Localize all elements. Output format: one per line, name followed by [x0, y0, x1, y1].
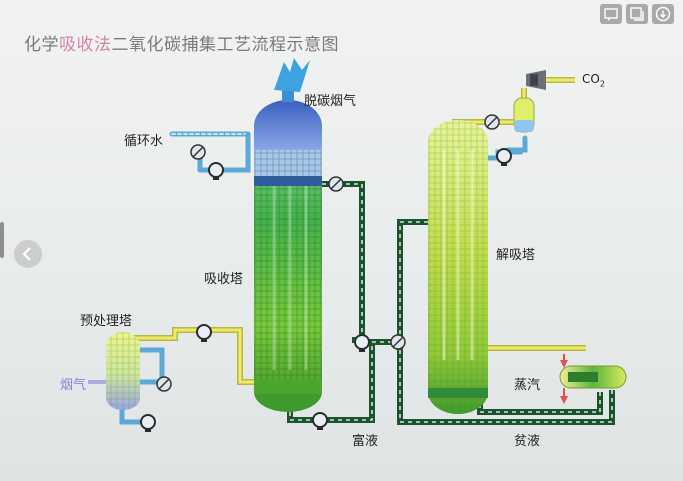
label-absorber: 吸收塔	[204, 272, 244, 287]
label-pretreatment: 预处理塔	[80, 314, 133, 329]
title-part-2: 吸收法	[59, 35, 112, 55]
label-flue-in: 烟气	[60, 378, 87, 393]
label-flue-out: 脱碳烟气	[304, 94, 357, 109]
co2-text: CO	[582, 72, 600, 86]
diagram-title: 化学吸收法二氧化碳捕集工艺流程示意图	[24, 30, 339, 55]
label-stripper: 解吸塔	[496, 248, 536, 263]
pumps	[140, 148, 512, 432]
co2-subscript: 2	[599, 79, 605, 89]
side-scroll-handle[interactable]	[0, 222, 4, 258]
title-part-1: 化学	[24, 35, 59, 55]
label-rich-liquid: 富液	[352, 434, 379, 449]
valves	[156, 114, 500, 392]
absorber-tower	[254, 58, 322, 412]
menu-icon[interactable]	[600, 4, 622, 24]
chevron-left-icon[interactable]	[14, 240, 42, 268]
co2-separator	[513, 70, 546, 133]
copy-icon[interactable]	[626, 4, 648, 24]
stripper-tower	[428, 120, 488, 414]
label-lean-liquid: 贫液	[514, 434, 541, 449]
title-part-3: 二氧化碳捕集工艺流程示意图	[111, 35, 339, 55]
reboiler	[559, 354, 627, 404]
pretreatment-tower	[106, 332, 140, 410]
download-icon[interactable]	[652, 4, 674, 24]
label-co2: CO2	[582, 72, 605, 88]
label-steam: 蒸汽	[514, 378, 541, 393]
label-circulating-water: 循环水	[124, 134, 164, 149]
